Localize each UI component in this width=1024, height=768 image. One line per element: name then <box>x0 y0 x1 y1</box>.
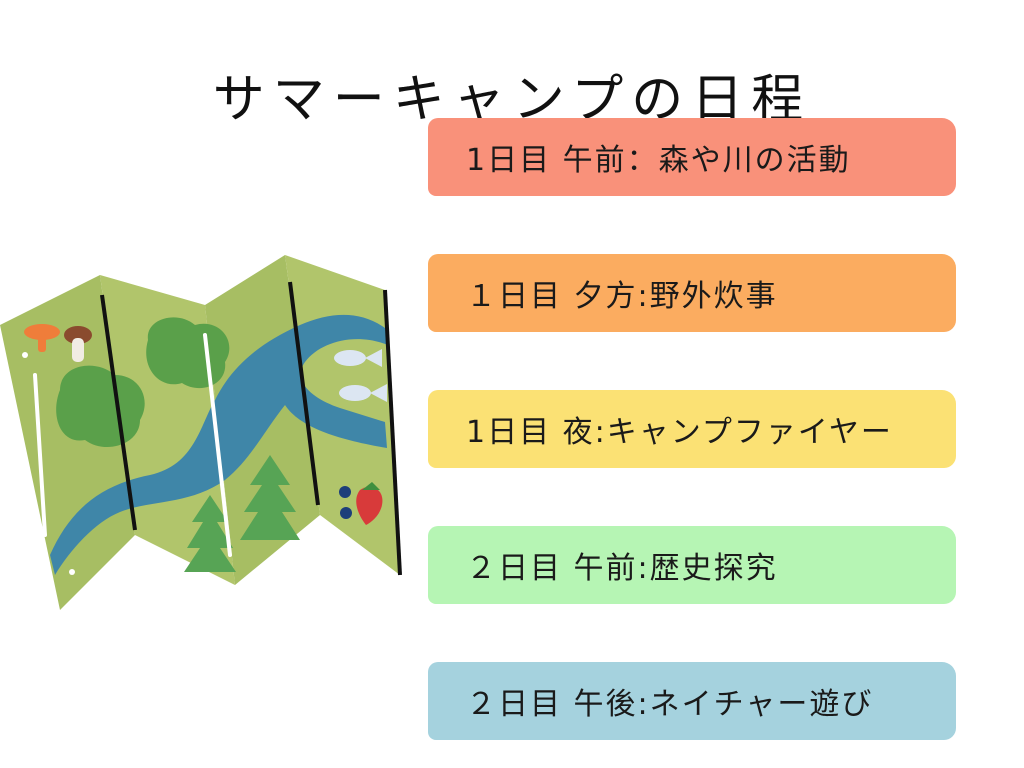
schedule-item-day1-evening: １日目 夕方:野外炊事 <box>428 254 956 332</box>
schedule-item-day1-night: 1日目 夜:キャンプファイヤー <box>428 390 956 468</box>
schedule-item-day2-morning: ２日目 午前:歴史探究 <box>428 526 956 604</box>
schedule-item-day1-morning: 1日目 午前：森や川の活動 <box>428 118 956 196</box>
folded-map-icon <box>0 255 402 610</box>
schedule-item-day2-afternoon: ２日目 午後:ネイチャー遊び <box>428 662 956 740</box>
